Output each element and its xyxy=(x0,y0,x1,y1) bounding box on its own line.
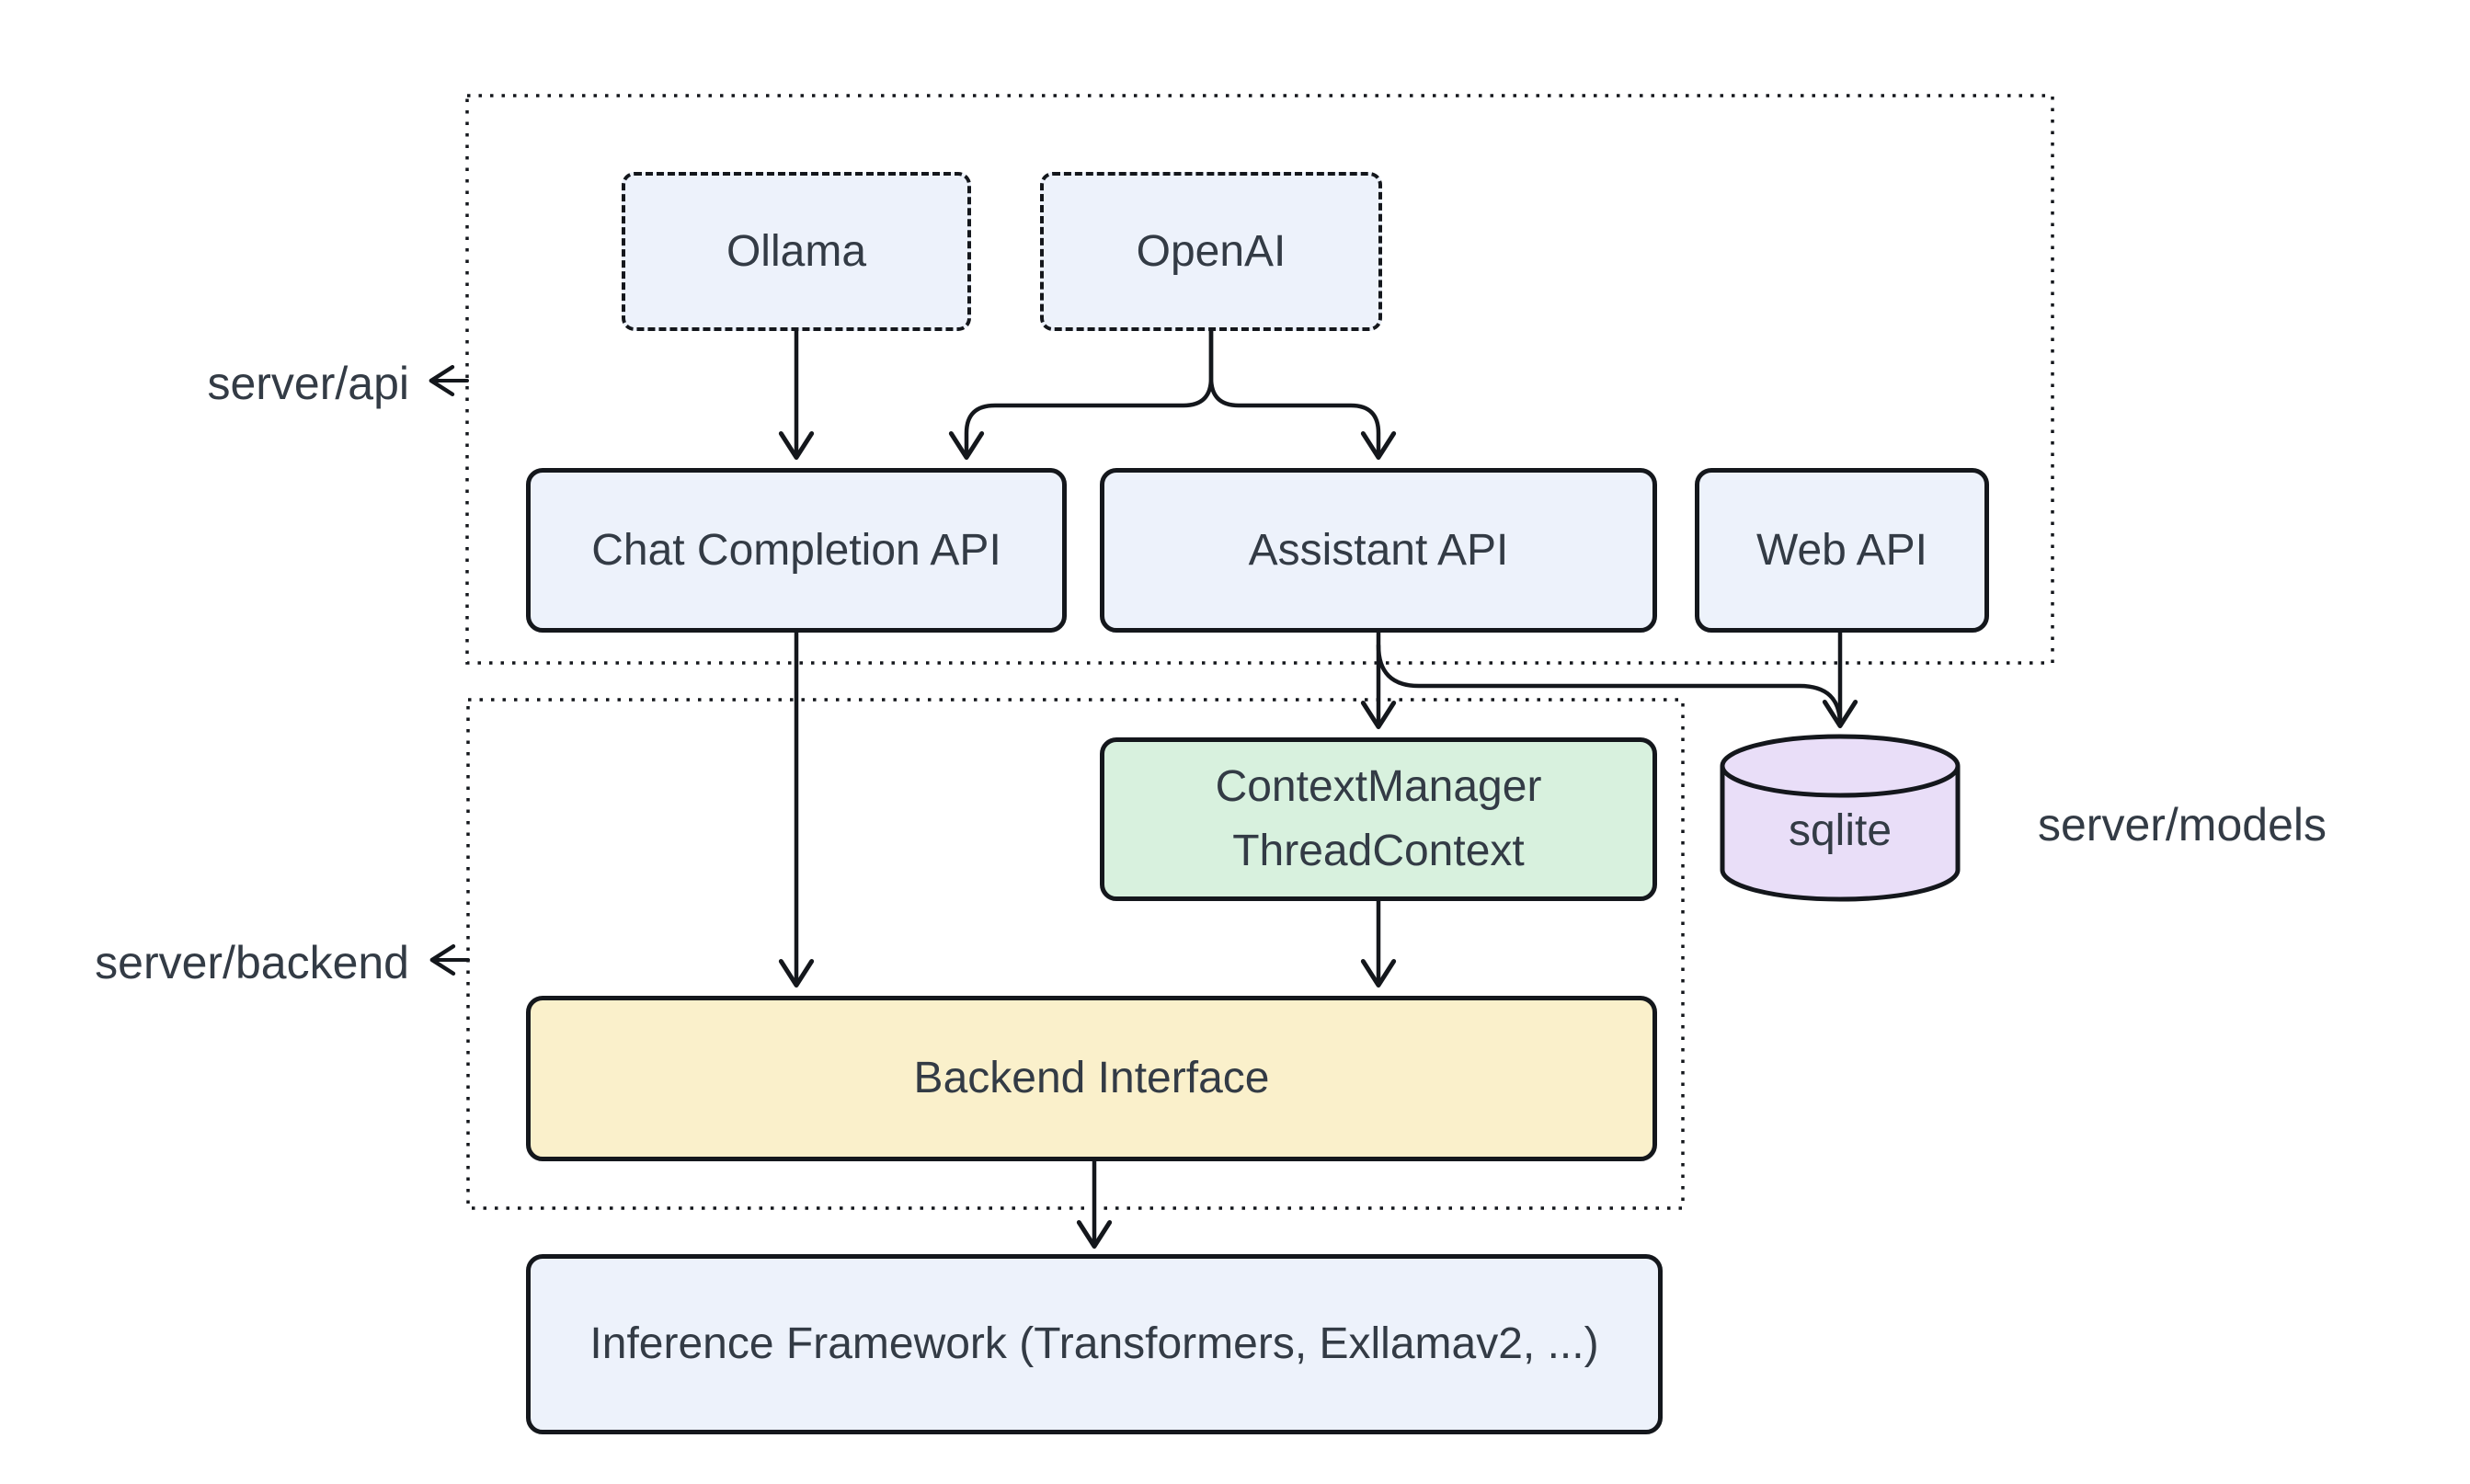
node-inference-framework: Inference Framework (Transformers, Exlla… xyxy=(526,1254,1663,1434)
node-chat-completion-api: Chat Completion API xyxy=(526,468,1067,633)
sqlite-cylinder xyxy=(1720,734,1961,902)
edge-assistant-api-to-sqlite xyxy=(1376,643,1843,727)
zone-label-server-backend: server/backend xyxy=(95,937,409,988)
node-backend-interface: Backend Interface xyxy=(526,996,1657,1161)
node-ollama-label: Ollama xyxy=(726,226,867,276)
node-backend-interface-label: Backend Interface xyxy=(913,1054,1270,1102)
node-context-manager-line2: ThreadContext xyxy=(1232,827,1525,875)
zone-label-server-api: server/api xyxy=(207,358,409,409)
node-assistant-api: Assistant API xyxy=(1100,468,1657,633)
node-ollama: Ollama xyxy=(622,172,971,331)
node-context-manager: ContextManager ThreadContext xyxy=(1100,737,1657,901)
edge-openai-to-assistant-api xyxy=(1208,328,1397,461)
node-openai: OpenAI xyxy=(1040,172,1382,331)
node-openai-label: OpenAI xyxy=(1136,226,1286,276)
node-assistant-api-label: Assistant API xyxy=(1248,525,1509,575)
zone-label-server-models: server/models xyxy=(2038,799,2327,850)
node-chat-completion-api-label: Chat Completion API xyxy=(591,525,1001,575)
node-inference-framework-label: Inference Framework (Transformers, Exlla… xyxy=(589,1319,1599,1368)
node-web-api: Web API xyxy=(1695,468,1989,633)
node-web-api-label: Web API xyxy=(1756,525,1927,575)
node-sqlite-label: sqlite xyxy=(1788,805,1893,855)
server-api-container xyxy=(465,94,2054,665)
edge-openai-to-chat-api xyxy=(948,328,1214,461)
node-context-manager-line1: ContextManager xyxy=(1215,762,1542,811)
